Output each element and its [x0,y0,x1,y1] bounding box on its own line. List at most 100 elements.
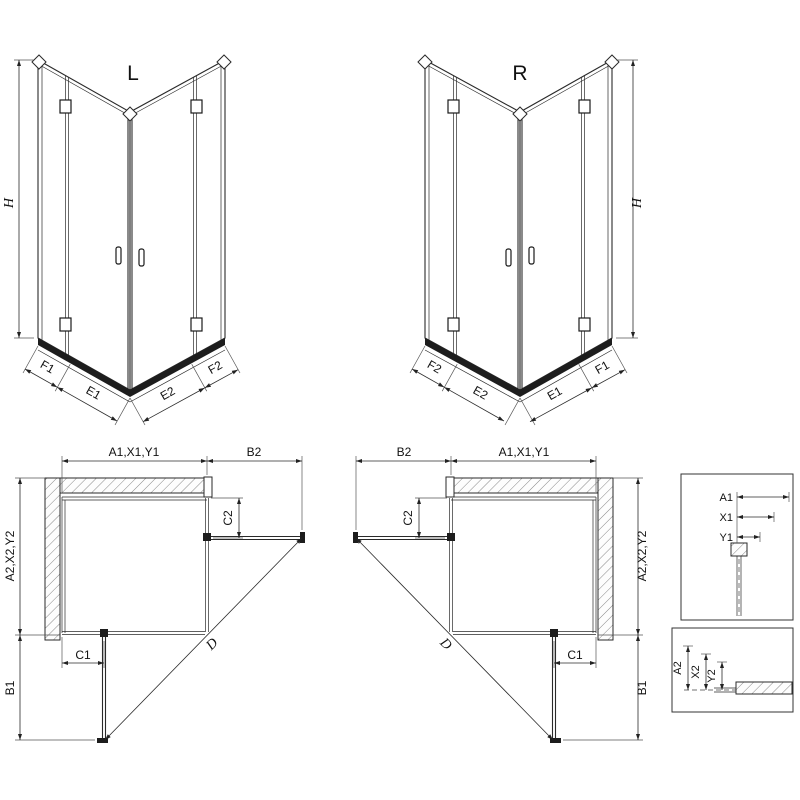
hinge [447,99,460,114]
dim-plan-right-top: B2 A1,X1,Y1 [355,445,597,530]
dim-diagonal-left: D [104,537,303,741]
dim-f1-e1-left: F1 E1 [22,345,131,426]
wall-profile [203,476,213,498]
door-bottom-closed [453,631,551,635]
shower-tray-threshold [520,338,612,397]
wall-profile-section [730,542,748,557]
dim-plan-left-b1: B1 [3,635,95,741]
plan-view-left: D A1,X1,Y1 B2 C2 A2,X2,Y2 B1 [3,445,305,743]
corner-post [127,112,133,390]
door-edge-cap [300,532,305,543]
dim-label-e1: E1 [545,384,565,404]
dim-label-b1: B1 [3,680,17,695]
dim-label-e2: E2 [158,384,178,404]
corner-post [517,112,523,390]
door-right-open [211,532,305,543]
dim-label-h: H [2,197,17,209]
wall-top [453,477,614,494]
dim-label-f1: F1 [593,358,612,377]
detail-label-a2: A2 [672,661,684,674]
detail-label-y2: Y2 [706,669,718,682]
door-right-closed [205,540,209,632]
dim-plan-right-b1: B1 [563,635,649,741]
dim-plan-right-c1: C1 [553,637,597,668]
dim-label-c1: C1 [75,648,91,662]
wall-top [44,477,205,494]
door-left-closed [449,540,453,632]
view-label-right: R [512,62,527,85]
dim-height-left: H [2,59,34,339]
door-bottom-closed [107,631,205,635]
detail-label-a1: A1 [720,492,733,504]
iso-left-side-panel [37,59,131,391]
top-profile-cap [512,106,528,122]
detail-label-x1: X1 [720,512,733,524]
wall-profile-section [735,681,793,695]
dim-plan-right-c2: C2 [401,497,447,539]
door-edge-cap [97,738,108,743]
dim-label-d: D [436,635,454,653]
dim-label-c2: C2 [401,510,415,526]
glass-fixed-panels [449,496,597,635]
door-handle [115,246,122,265]
dim-label-e1: E1 [84,383,104,403]
door-edge-cap [353,532,358,543]
iso-view-right: R [409,54,645,426]
dim-label-c2: C2 [221,510,235,526]
dim-plan-left-depth: A2,X2,Y2 [3,477,60,636]
top-profile-cap [122,106,138,122]
detail-label-y1: Y1 [720,532,733,544]
dim-label-e2: E2 [471,383,491,403]
dim-label-b2: B2 [247,445,262,459]
top-profile-cap [31,54,47,70]
dim-label-b2: B2 [397,445,412,459]
dim-e1-f1-right: E1 F1 [519,345,628,426]
iso-right-side-panel [129,59,226,391]
dim-label-f2: F2 [425,357,444,376]
dim-label-a2x2y2: A2,X2,Y2 [635,530,649,581]
dim-plan-left-c1: C1 [61,637,105,668]
hinge [59,317,72,332]
hinge [190,99,203,114]
top-profile-cap [604,54,620,70]
dim-plan-left-c2: C2 [211,497,243,539]
detail-inset-top: A1 X1 Y1 [680,473,794,621]
dim-plan-left-top: A1,X1,Y1 B2 [61,445,303,530]
hinge [447,317,460,332]
top-profile-cap [417,54,433,70]
hinge [578,99,591,114]
view-label-left: L [127,62,139,85]
iso-view-left: L [2,54,241,426]
iso-right-side-panel [519,59,613,391]
hinge [59,99,72,114]
dim-label-c1: C1 [567,648,583,662]
dim-label-b1: B1 [635,680,649,695]
door-bottom-open [550,637,561,743]
dim-label-a1x1y1: A1,X1,Y1 [109,445,160,459]
dim-label-a1x1y1: A1,X1,Y1 [499,445,550,459]
dim-e2-f2-left: E2 F2 [129,345,241,426]
dim-f2-e2-right: F2 E2 [409,345,521,426]
dim-diagonal-right: D [355,537,554,741]
hinge [190,317,203,332]
wall-left [44,477,61,641]
door-handle [505,248,512,267]
top-profile-cap [216,54,232,70]
dim-label-f1: F1 [38,357,57,376]
shower-tray-threshold [425,338,520,397]
hinge [578,317,591,332]
detail-label-x2: X2 [690,665,702,678]
door-handle [528,246,535,265]
glass-fixed-panels [61,496,209,635]
hinge [447,533,455,541]
door-bottom-open [97,637,108,743]
iso-left-side-panel [424,59,521,391]
hinge [550,629,558,637]
dim-label-f2: F2 [206,358,225,377]
dim-label-a2x2y2: A2,X2,Y2 [3,530,17,581]
wall-right [597,477,614,641]
dim-label-h: H [630,197,645,209]
dim-label-d: D [203,636,221,654]
shower-tray-threshold [38,338,130,397]
